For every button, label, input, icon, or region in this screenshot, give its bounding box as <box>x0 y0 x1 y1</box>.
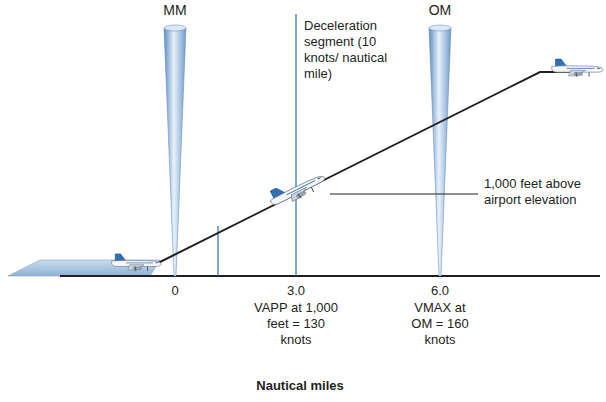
deceleration-line <box>295 14 296 276</box>
axis-title: Nautical miles <box>200 378 400 394</box>
ground-line <box>60 275 600 277</box>
distance-value: 3.0 <box>276 283 316 299</box>
altitude-note: 1,000 feet above airport elevation <box>484 176 600 208</box>
segment-note: Deceleration segment (10 knots/ nautical… <box>304 18 408 82</box>
airplane-descending <box>266 167 328 211</box>
middle-marker-beacon <box>164 25 186 276</box>
speed-note: VAPP at 1,000 feet = 130 knots <box>250 300 342 348</box>
airplane-on-runway <box>112 254 162 271</box>
beacon-label: MM <box>150 2 200 19</box>
distance-value: 0 <box>160 283 190 299</box>
airplane-level <box>552 59 603 77</box>
speed-note: VMAX at OM = 160 knots <box>404 300 476 348</box>
glide-path <box>152 72 580 266</box>
beacon-label: OM <box>415 2 465 19</box>
outer-marker-beacon <box>429 25 451 276</box>
leader-line <box>330 194 478 195</box>
distance-value: 6.0 <box>420 283 460 299</box>
